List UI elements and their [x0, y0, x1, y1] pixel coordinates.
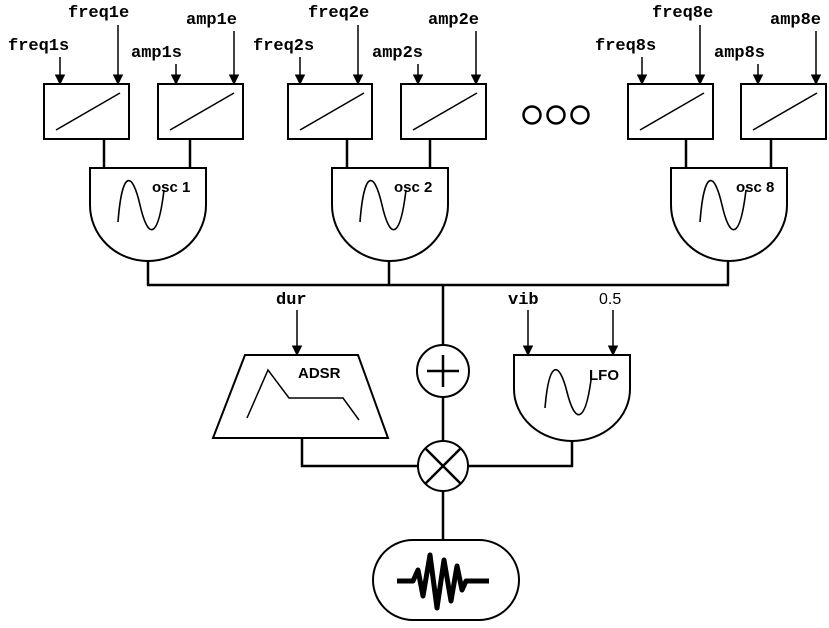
amp8-ramp-icon — [752, 92, 818, 131]
lfo-amp-value: 0.5 — [599, 291, 621, 308]
amp1-ramp-icon — [169, 92, 235, 131]
freq8-end-label: freq8e — [652, 4, 713, 23]
adsr-envelope — [211, 354, 390, 439]
amp2-line-generator — [400, 83, 487, 140]
group-2: freq2s freq2e amp2s amp2e osc 2 — [253, 4, 487, 285]
lfo-label: LFO — [589, 367, 619, 384]
amp1-end-label: amp1e — [186, 11, 237, 30]
freq2-start-label: freq2s — [253, 37, 314, 56]
freq1-end-label: freq1e — [68, 4, 129, 23]
freq1-line-generator — [43, 83, 130, 140]
osc2-label: osc 2 — [394, 179, 432, 196]
freq1-start-label: freq1s — [8, 37, 69, 56]
freq2-ramp-icon — [299, 92, 365, 131]
lfo-to-multiplier-wire — [468, 441, 574, 468]
freq8-ramp-icon — [639, 92, 705, 131]
freq2-end-label: freq2e — [308, 4, 369, 23]
lfo-oscillator — [513, 354, 631, 442]
amp8-line-generator — [740, 83, 827, 140]
freq1-ramp-icon — [55, 92, 121, 131]
osc8-sine-icon — [699, 180, 747, 231]
amp2-end-label: amp2e — [428, 11, 479, 30]
freq8-line-generator — [627, 83, 714, 140]
vib-label: vib — [508, 291, 539, 310]
adsr-shape-icon — [246, 368, 360, 421]
amp2-ramp-icon — [412, 92, 478, 131]
osc2-oscillator — [331, 167, 449, 262]
osc8-label: osc 8 — [736, 179, 774, 196]
adsr-to-multiplier-wire — [300, 438, 418, 468]
freq8-start-label: freq8s — [595, 37, 656, 56]
amp8-start-label: amp8s — [714, 44, 765, 63]
group-1: freq1s freq1e amp1s amp1e osc 1 — [8, 4, 244, 285]
osc1-label: osc 1 — [152, 179, 190, 196]
osc1-sine-icon — [117, 180, 165, 231]
lfo-sine-icon — [544, 369, 592, 416]
times-icon-b — [424, 447, 462, 485]
amp1-start-label: amp1s — [131, 44, 182, 63]
dur-label: dur — [276, 291, 307, 310]
osc1-oscillator — [89, 167, 207, 262]
amp2-start-label: amp2s — [372, 44, 423, 63]
waveform-icon — [397, 552, 489, 611]
freq2-line-generator — [287, 83, 373, 140]
osc2-sine-icon — [359, 180, 407, 231]
ellipsis-circles — [522, 105, 590, 125]
adsr-label: ADSR — [298, 365, 341, 382]
amp1-line-generator — [157, 83, 244, 140]
amp8-end-label: amp8e — [770, 11, 821, 30]
osc8-oscillator — [670, 167, 788, 262]
group-8: freq8s freq8e amp8s amp8e osc 8 — [595, 4, 827, 285]
